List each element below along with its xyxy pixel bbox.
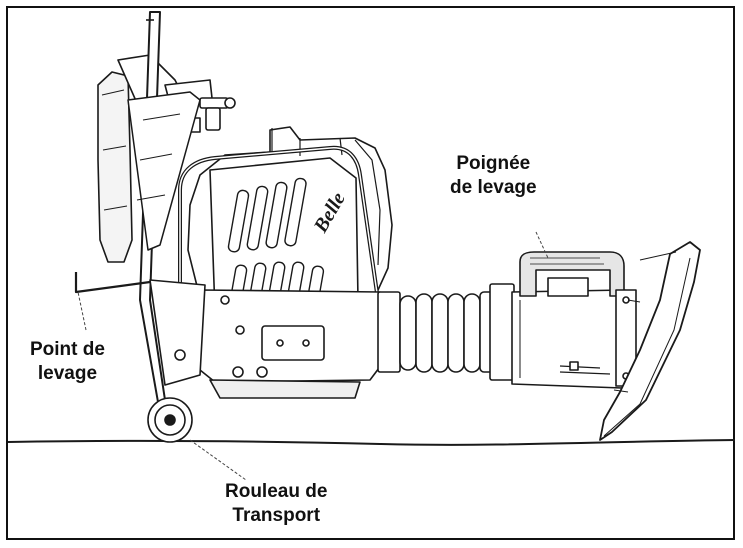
fuel-tank (97, 71, 133, 263)
ramming-shoe (599, 241, 701, 441)
label-lifting-point: Point de levage (30, 338, 105, 386)
label-lifting-handle-line2: de levage (450, 177, 537, 198)
label-transport-roller-line2: Transport (232, 505, 321, 526)
label-lifting-handle: Poignée de levage (450, 152, 537, 200)
bellows (377, 283, 515, 381)
transport-roller (147, 397, 193, 443)
figure-frame (6, 6, 735, 540)
lifting-point-hook (74, 272, 151, 294)
label-transport-roller-line1: Rouleau de (225, 481, 328, 502)
label-lifting-handle-line1: Poignée (456, 153, 531, 174)
leader-lifting-point (77, 291, 87, 331)
handle-crossbar (127, 91, 201, 251)
label-lifting-point-line2: levage (37, 363, 98, 384)
label-transport-roller: Rouleau de Transport (225, 480, 327, 528)
lower-leg (511, 289, 633, 389)
label-lifting-point-line1: Point de (30, 339, 105, 360)
leader-transport-roller (189, 439, 247, 481)
ground-line (7, 439, 736, 446)
cover-slots (227, 177, 325, 306)
